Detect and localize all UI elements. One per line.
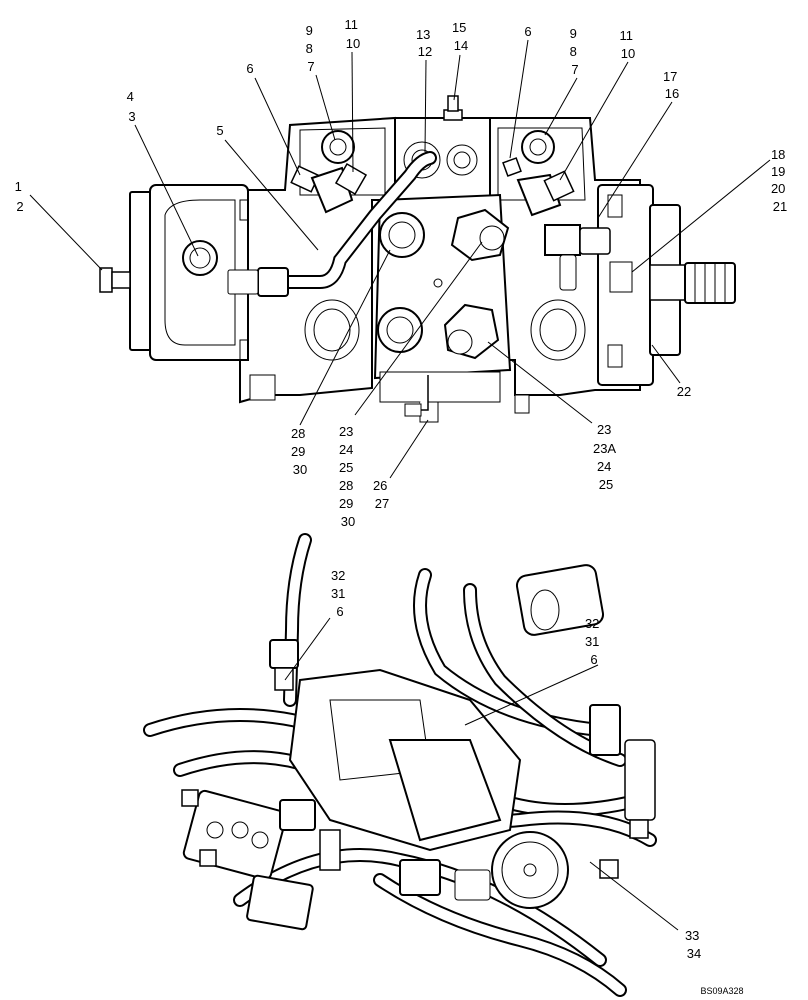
callout-13-12: 13 12 (416, 27, 434, 59)
callout-33-34: 33 34 (685, 928, 703, 961)
callout-4-3: 4 3 (127, 89, 138, 124)
callout-15-14: 15 14 (452, 20, 470, 53)
callout-6-left: 6 (246, 61, 253, 76)
callout-32-31-6-right: 32 31 6 (585, 616, 603, 667)
callout-28-29-30: 28 29 30 (291, 426, 309, 477)
installed-pump-view (143, 533, 657, 997)
callout-9-8-7-right: 9 8 7 (570, 26, 581, 77)
callout-11-10-right: 11 10 (619, 28, 636, 61)
leader-lines (29, 39, 771, 931)
callout-11-10-left: 11 10 (344, 17, 361, 51)
callout-22: 22 (677, 384, 691, 399)
callout-5: 5 (216, 123, 223, 138)
drawing-reference-code: BS09A328 (700, 986, 743, 996)
callout-17-16: 17 16 (663, 69, 681, 101)
callout-32-31-6-left: 32 31 6 (331, 568, 349, 619)
callout-18-21: 18 19 20 21 (771, 147, 789, 214)
callout-23-23a-24-25: 23 23A 24 25 (593, 422, 619, 492)
callout-23-30: 23 24 25 28 29 30 (339, 424, 357, 529)
callout-26-27: 26 27 (373, 478, 391, 511)
pump-assembly-top-view (99, 95, 736, 423)
callout-9-8-7-left: 9 8 7 (306, 23, 317, 74)
callout-1-2: 1 2 (15, 179, 26, 214)
callout-labels: 1 2 4 3 6 5 9 8 7 11 10 13 12 15 14 (15, 17, 789, 996)
callout-6-right: 6 (524, 24, 531, 39)
